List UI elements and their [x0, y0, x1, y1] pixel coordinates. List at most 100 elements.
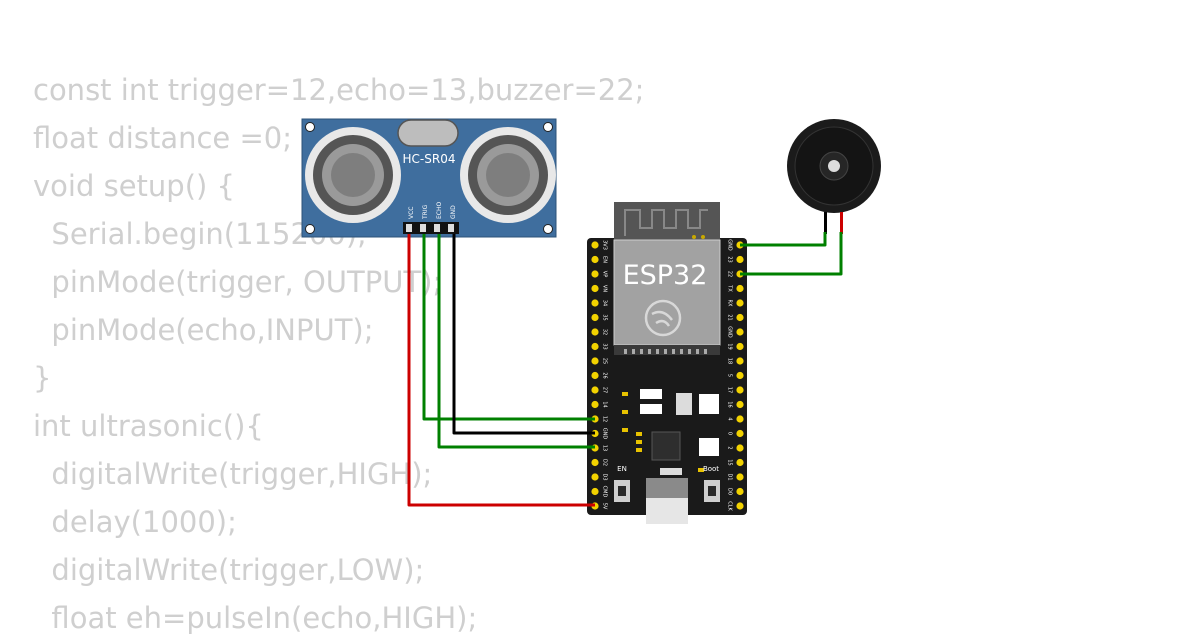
left-pin-label: 14 — [602, 401, 608, 407]
right-pin-clk[interactable] — [736, 502, 744, 510]
code-line: } — [33, 361, 52, 395]
wire-buzzer-gpio22[interactable] — [740, 232, 843, 276]
right-pin-label: D1 — [727, 473, 733, 480]
right-pin-label: 2 — [727, 446, 733, 449]
right-pin-rx[interactable] — [736, 299, 744, 307]
code-line: pinMode(trigger, OUTPUT); — [33, 265, 443, 299]
en-button[interactable] — [614, 480, 630, 502]
right-pin-16[interactable] — [736, 400, 744, 409]
boot-button[interactable] — [704, 480, 720, 502]
right-pin-label: 15 — [727, 459, 733, 465]
left-pin-33[interactable] — [591, 342, 599, 351]
right-pin-label: 0 — [727, 432, 733, 435]
boot-button-label: Boot — [703, 465, 719, 473]
left-pin-label: 3V3 — [602, 240, 608, 250]
ultrasonic-sensor[interactable]: HC-SR04 VCC TRIG ECHO GND — [301, 118, 557, 238]
right-pin-label: 18 — [727, 358, 733, 364]
left-pin-32[interactable] — [591, 328, 599, 336]
right-pin-23[interactable] — [736, 255, 744, 264]
espressif-logo — [644, 299, 682, 337]
right-pin-label: 5 — [727, 374, 733, 377]
right-pin-5[interactable] — [736, 371, 744, 380]
buzzer[interactable] — [787, 119, 881, 234]
left-pin-en[interactable] — [591, 255, 599, 264]
pin-label-gnd: GND — [450, 205, 457, 219]
code-line: float distance =0; — [33, 121, 292, 155]
code-line: digitalWrite(trigger,HIGH); — [33, 457, 433, 491]
sensor-header-pins — [403, 222, 459, 234]
left-pin-label: 35 — [602, 314, 608, 320]
left-pin-label: 12 — [602, 416, 608, 422]
right-pin-label: TX — [727, 284, 733, 292]
wires — [407, 232, 843, 507]
wire-echo-gpio13[interactable] — [437, 234, 595, 449]
left-pin-label: VP — [602, 271, 608, 277]
right-pin-4[interactable] — [736, 415, 744, 423]
right-pin-15[interactable] — [736, 458, 744, 467]
left-pin-label: 34 — [602, 300, 608, 306]
right-pin-d0[interactable] — [736, 487, 744, 496]
right-pin-label: 17 — [727, 387, 733, 393]
left-pin-label: 33 — [602, 343, 608, 349]
left-pin-label: VN — [602, 285, 608, 292]
left-pin-label: 32 — [602, 329, 608, 335]
left-pin-d3[interactable] — [591, 473, 599, 481]
left-pin-27[interactable] — [591, 386, 599, 394]
usb-port — [646, 478, 688, 524]
wire-buzzer-gnd[interactable] — [740, 232, 827, 247]
pin-label-vcc: VCC — [408, 207, 415, 219]
right-pin-tx[interactable] — [736, 284, 744, 293]
left-pin-header: 3V3ENVPVN343532332526271412GND13D2D3CMD5… — [591, 240, 608, 510]
esp32-board[interactable]: ESP32 EN Boot — [587, 202, 747, 524]
left-pin-vn[interactable] — [591, 284, 599, 293]
sensor-model-label: HC-SR04 — [403, 152, 456, 166]
right-pin-label: RX — [727, 300, 733, 307]
board-components — [622, 389, 719, 475]
right-pin-0[interactable] — [736, 429, 744, 438]
code-line: pinMode(echo,INPUT); — [33, 313, 374, 347]
left-pin-label: 13 — [602, 445, 608, 451]
board-label: ESP32 — [623, 260, 708, 291]
right-pin-label: D0 — [727, 488, 733, 495]
right-pin-2[interactable] — [736, 444, 744, 452]
left-pin-d2[interactable] — [591, 458, 599, 467]
right-pin-label: 4 — [727, 417, 733, 420]
transducer-right — [460, 127, 556, 223]
code-line: const int trigger=12,echo=13,buzzer=22; — [33, 73, 645, 107]
wire-gnd[interactable] — [452, 234, 595, 435]
right-pin-label: 23 — [727, 256, 733, 262]
code-line: digitalWrite(trigger,LOW); — [33, 553, 425, 587]
left-pin-label: 26 — [602, 372, 608, 378]
right-pin-gnd[interactable] — [736, 328, 744, 336]
wire-vcc-5v[interactable] — [407, 234, 595, 507]
right-pin-21[interactable] — [736, 313, 744, 322]
right-pin-17[interactable] — [736, 386, 744, 394]
pin-label-trig: TRIG — [422, 204, 429, 220]
left-pin-label: 5V — [602, 503, 608, 510]
left-pin-label: GND — [602, 428, 608, 440]
wire-trig-gpio12[interactable] — [422, 234, 595, 421]
left-pin-14[interactable] — [591, 400, 599, 409]
left-pin-vp[interactable] — [591, 270, 599, 278]
code-line: void setup() { — [33, 169, 235, 203]
left-pin-cmd[interactable] — [591, 487, 599, 496]
left-pin-label: EN — [602, 256, 608, 263]
right-pin-d1[interactable] — [736, 473, 744, 481]
left-pin-26[interactable] — [591, 371, 599, 380]
buzzer-negative-lead — [824, 212, 827, 234]
left-pin-34[interactable] — [591, 299, 599, 307]
code-editor-text: const int trigger=12,echo=13,buzzer=22; f… — [33, 66, 644, 642]
buzzer-positive-lead — [840, 212, 843, 234]
right-pin-label: CLK — [727, 501, 733, 511]
wifi-antenna — [614, 202, 720, 242]
transducer-left — [305, 127, 401, 223]
right-pin-18[interactable] — [736, 357, 744, 365]
left-pin-label: D3 — [602, 473, 608, 480]
left-pin-35[interactable] — [591, 313, 599, 322]
right-pin-label: GND — [727, 326, 733, 338]
right-pin-19[interactable] — [736, 342, 744, 351]
left-pin-25[interactable] — [591, 357, 599, 365]
left-pin-3v3[interactable] — [591, 241, 599, 249]
